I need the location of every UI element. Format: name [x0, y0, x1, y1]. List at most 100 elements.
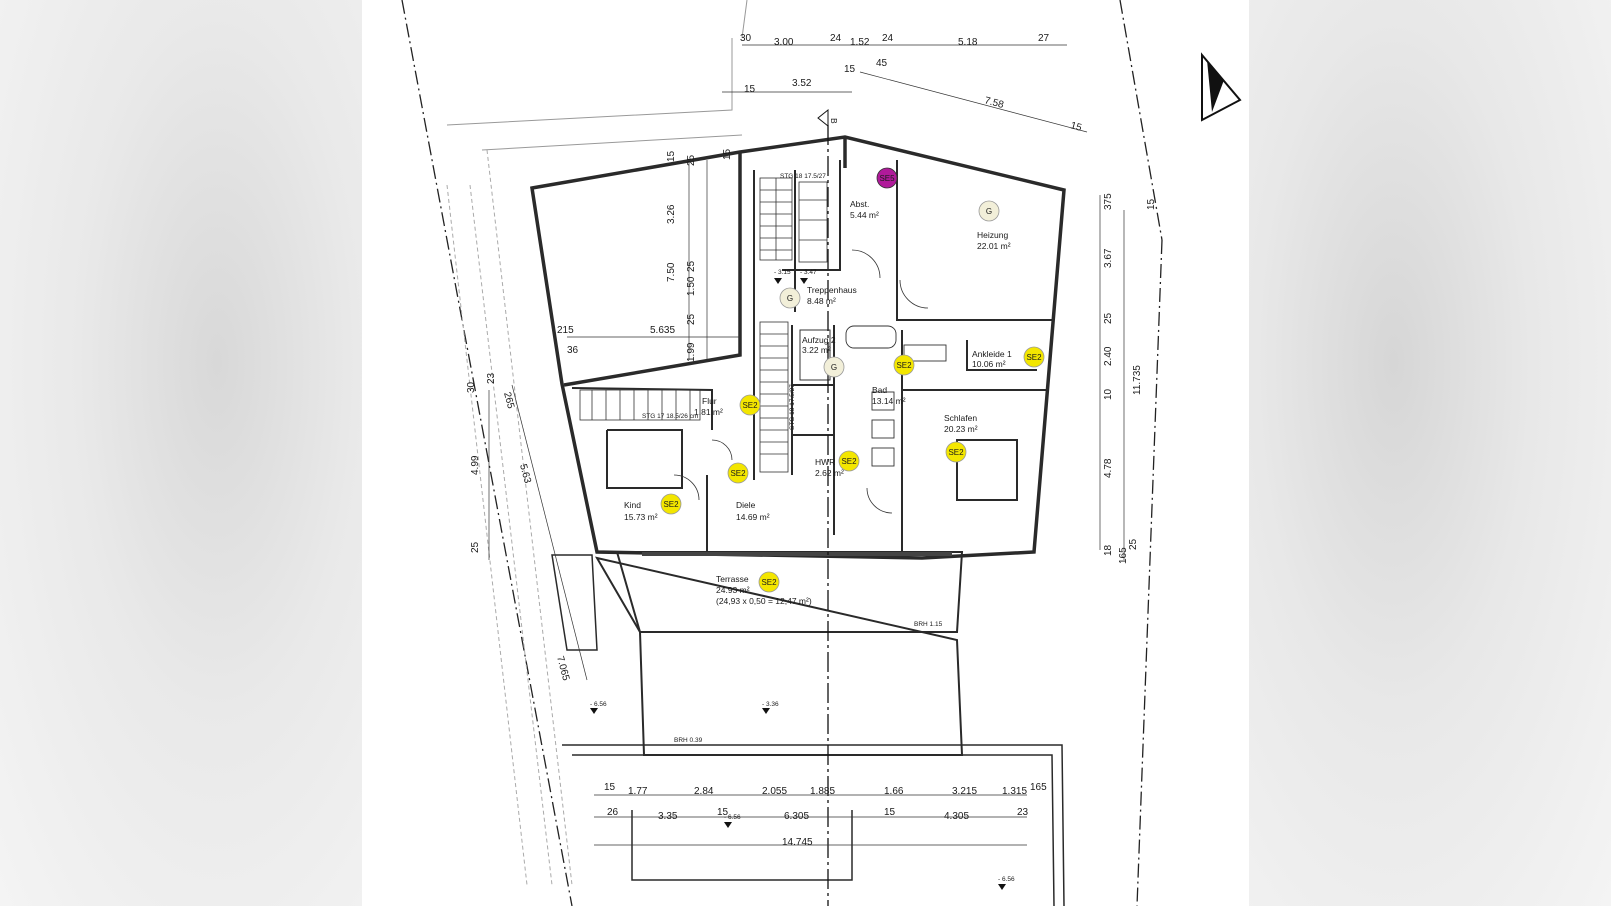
dim-left-low-1: 30 — [466, 381, 477, 393]
section-arrow-icon — [817, 108, 829, 128]
dim-right-outer-1: 15 — [1146, 198, 1157, 210]
dim-left-b-4: 25 — [686, 313, 697, 325]
terrain-hatch — [446, 149, 573, 886]
svg-text:SE2: SE2 — [896, 361, 912, 370]
dim-left-low-2: 23 — [486, 372, 497, 384]
dim-right-2: 3.67 — [1103, 248, 1114, 268]
dim-left-b-3: 1.50 — [686, 276, 697, 296]
badge-se2-diele: SE2 — [727, 462, 749, 484]
room-terrasse-note: (24,93 x 0,50 = 12,47 m²) — [716, 596, 812, 606]
left-backdrop — [0, 0, 362, 906]
room-bad-name: Bad — [872, 385, 887, 395]
badge-se2-schlafen: SE2 — [945, 441, 967, 463]
badge-gas-treppenhaus: G — [779, 287, 801, 309]
inner-walls — [571, 160, 1052, 552]
level-1: - 3.15 — [774, 269, 791, 276]
svg-text:SE2: SE2 — [663, 500, 679, 509]
badge-se2-flur: SE2 — [739, 394, 761, 416]
dim-bot-2-f: 4.305 — [944, 811, 969, 822]
dim-left-b-2: 25 — [686, 260, 697, 272]
dim-left-b-1: 25 — [686, 154, 697, 166]
dim-left-low-7: 7.065 — [554, 655, 571, 682]
stairs-lower — [759, 321, 789, 473]
dim-left-low-4: 25 — [470, 541, 481, 553]
dim-right-outer-4: 165 — [1118, 547, 1129, 564]
level-markers — [590, 278, 1006, 890]
room-kind-area: 15.73 m² — [624, 512, 658, 522]
dim-right-6: 4.78 — [1103, 458, 1114, 478]
dim-top-1-b: 3.00 — [774, 37, 794, 48]
badge-se5: SE5 — [876, 167, 898, 189]
dim-bot-1-a: 15 — [604, 782, 616, 793]
dim-right-7: 18 — [1103, 544, 1114, 556]
room-hwr-name: HWR — [815, 457, 835, 467]
dim-top-1-f: 5.18 — [958, 37, 978, 48]
dim-top-1-d: 1.52 — [850, 37, 870, 48]
dim-top-2-e: 7.58 — [983, 95, 1005, 111]
dim-top-1-a: 30 — [740, 33, 752, 44]
dim-top-2-b: 3.52 — [792, 78, 812, 89]
dim-bot-total: 14.745 — [782, 837, 813, 848]
room-ankleide-name: Ankleide 1 — [972, 349, 1012, 359]
north-arrow-icon — [1201, 52, 1242, 122]
room-diele-area: 14.69 m² — [736, 512, 770, 522]
svg-text:G: G — [986, 207, 992, 216]
svg-text:SE5: SE5 — [879, 174, 895, 183]
room-flur-area: 1.81 m² — [694, 407, 723, 417]
room-diele-name: Diele — [736, 500, 756, 510]
room-bad-area: 13.14 m² — [872, 396, 906, 406]
brh-terrace: BRH 1.15 — [914, 621, 943, 628]
badge-se2-kind: SE2 — [660, 493, 682, 515]
level-3: - 6.56 — [590, 701, 607, 708]
dim-top-2-f: 15 — [1069, 120, 1083, 134]
dim-left-a-2: 3.26 — [666, 204, 677, 224]
dim-bot-1-d: 2.055 — [762, 786, 787, 797]
dim-top-1-e: 24 — [882, 33, 894, 44]
dim-bot-1-f: 1.66 — [884, 786, 904, 797]
stairs-left — [579, 389, 701, 421]
dim-left-mid-2: 5.635 — [650, 325, 675, 336]
room-kind-name: Kind — [624, 500, 641, 510]
dim-top-2-a: 15 — [744, 84, 756, 95]
svg-text:G: G — [787, 294, 793, 303]
dim-left-low-5: 265 — [501, 391, 516, 410]
dim-right-1: 375 — [1103, 193, 1114, 210]
dim-bot-2-g: 23 — [1017, 807, 1029, 818]
dim-bot-2-a: 26 — [607, 807, 619, 818]
svg-text:G: G — [831, 363, 837, 372]
dim-top-2-c: 15 — [844, 64, 856, 75]
dim-left-mid-3: 36 — [567, 345, 579, 356]
dim-top-1-g: 27 — [1038, 33, 1050, 44]
terrain-outline — [446, 0, 748, 151]
room-flur-name: Flur — [702, 396, 717, 406]
right-backdrop — [1249, 0, 1611, 906]
room-treppenhaus-area: 8.48 m² — [807, 296, 836, 306]
dim-right-3: 25 — [1103, 312, 1114, 324]
floor-plan-sheet: B 30 3.00 24 1.52 24 5.18 27 15 3.52 15 … — [362, 0, 1249, 906]
room-ankleide-area: 10.06 m² — [972, 359, 1006, 369]
floor-plan-drawing: B 30 3.00 24 1.52 24 5.18 27 15 3.52 15 … — [401, 0, 1242, 906]
room-hwr-area: 2.62 m² — [815, 468, 844, 478]
stairs-upper — [759, 177, 828, 263]
badge-se2-bad: SE2 — [893, 354, 915, 376]
stair-label-mid: STG 18 17.5/27 — [789, 384, 796, 430]
dim-bot-1-b: 1.77 — [628, 786, 648, 797]
room-schlafen-name: Schlafen — [944, 413, 977, 423]
room-aufzug-name: Aufzug 2 — [802, 335, 836, 345]
room-abst-name: Abst. — [850, 199, 869, 209]
svg-text:SE2: SE2 — [730, 469, 746, 478]
dimension-lines — [488, 44, 1125, 846]
terrace-outline — [594, 551, 964, 756]
badge-se2-ankleide: SE2 — [1023, 346, 1045, 368]
dim-bot-1-c: 2.84 — [694, 786, 714, 797]
dim-bot-2-d: 6.305 — [784, 811, 809, 822]
dim-bot-2-c: 15 — [717, 807, 729, 818]
level-6: - 6.56 — [998, 876, 1015, 883]
side-balcony — [551, 554, 598, 651]
svg-text:SE2: SE2 — [1026, 353, 1042, 362]
level-4: - 3.36 — [762, 701, 779, 708]
svg-text:SE2: SE2 — [742, 401, 758, 410]
badge-gas-aufzug: G — [823, 356, 845, 378]
room-abst-area: 5.44 m² — [850, 210, 879, 220]
dim-right-4: 2.40 — [1103, 346, 1114, 366]
